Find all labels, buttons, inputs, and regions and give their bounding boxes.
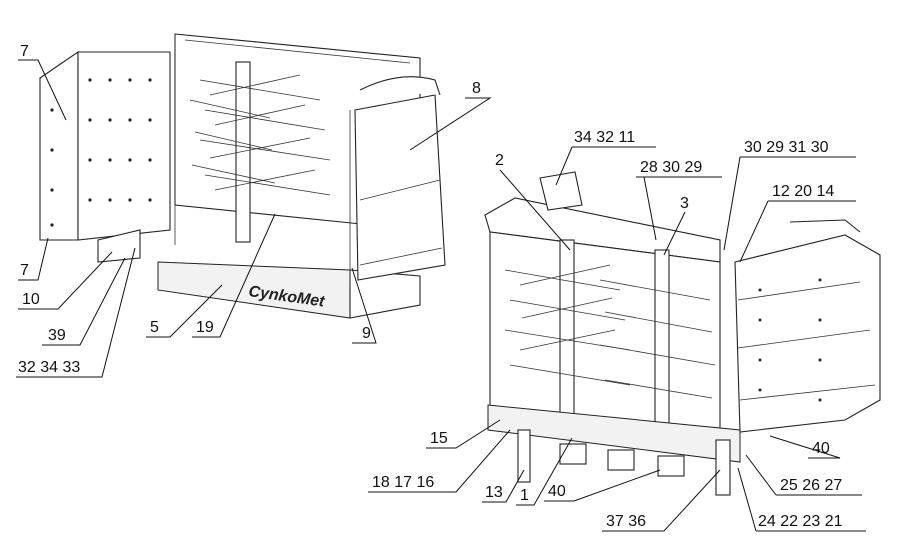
vertical-shaft-left (235, 61, 251, 243)
right-assembly (484, 171, 881, 496)
base-sled-right-block (349, 269, 421, 319)
motor-block-a (559, 443, 587, 465)
callout-13: 13 (485, 484, 503, 501)
callout-2: 2 (495, 152, 504, 169)
top-bracket-34-32-11 (539, 171, 583, 211)
callout-7-bottom: 7 (20, 262, 29, 279)
motor-block-b (607, 449, 635, 471)
open-door-panel-7 (39, 50, 79, 241)
callout-12-20-14: 12 20 14 (772, 183, 834, 200)
callout-1: 1 (520, 487, 529, 504)
tine-rows-right (504, 264, 716, 399)
drum-rivets (758, 278, 822, 402)
open-door-panel-inner (77, 51, 171, 241)
base-rail-right (487, 404, 741, 463)
callout-28-30-29: 28 30 29 (640, 159, 702, 176)
callout-34-32-11: 34 32 11 (574, 129, 635, 146)
support-leg-13 (517, 429, 531, 483)
motor-block-c (657, 455, 685, 477)
frame-body-right (489, 231, 721, 431)
callout-37-36: 37 36 (606, 513, 646, 530)
door-hinge-bracket (97, 229, 141, 263)
curved-side-panel-right (734, 234, 881, 433)
left-assembly: CynkoMet (39, 33, 446, 319)
callout-24-22-23-21: 24 22 23 21 (758, 513, 843, 530)
curved-side-panel-8 (354, 94, 446, 281)
callout-7-top: 7 (20, 43, 29, 60)
right-callouts: 34 32 11 2 28 30 29 3 30 29 31 30 12 20 … (368, 129, 866, 532)
tine-rows-left (189, 74, 331, 196)
callout-3: 3 (680, 195, 689, 212)
vertical-shaft-2 (559, 239, 575, 431)
callout-40-bottom: 40 (548, 483, 566, 500)
callout-5: 5 (150, 319, 159, 336)
left-callouts: 7 8 7 10 39 32 34 33 5 19 9 (16, 43, 492, 378)
callout-32-34-33: 32 34 33 (18, 359, 80, 376)
callout-19: 19 (196, 319, 214, 336)
callout-18-17-16: 18 17 16 (372, 474, 434, 491)
callout-25-26-27: 25 26 27 (780, 477, 842, 494)
support-leg-36 (715, 439, 731, 496)
callout-10: 10 (22, 291, 40, 308)
callout-30-29-31-30: 30 29 31 30 (744, 139, 829, 156)
door-rivets (50, 78, 152, 227)
callout-9: 9 (362, 325, 371, 342)
callout-8: 8 (472, 80, 481, 97)
callout-15: 15 (430, 430, 448, 447)
callout-39: 39 (48, 327, 66, 344)
vertical-shaft-3 (654, 249, 670, 441)
frame-top-right (484, 197, 721, 263)
callout-40-top: 40 (812, 440, 830, 457)
